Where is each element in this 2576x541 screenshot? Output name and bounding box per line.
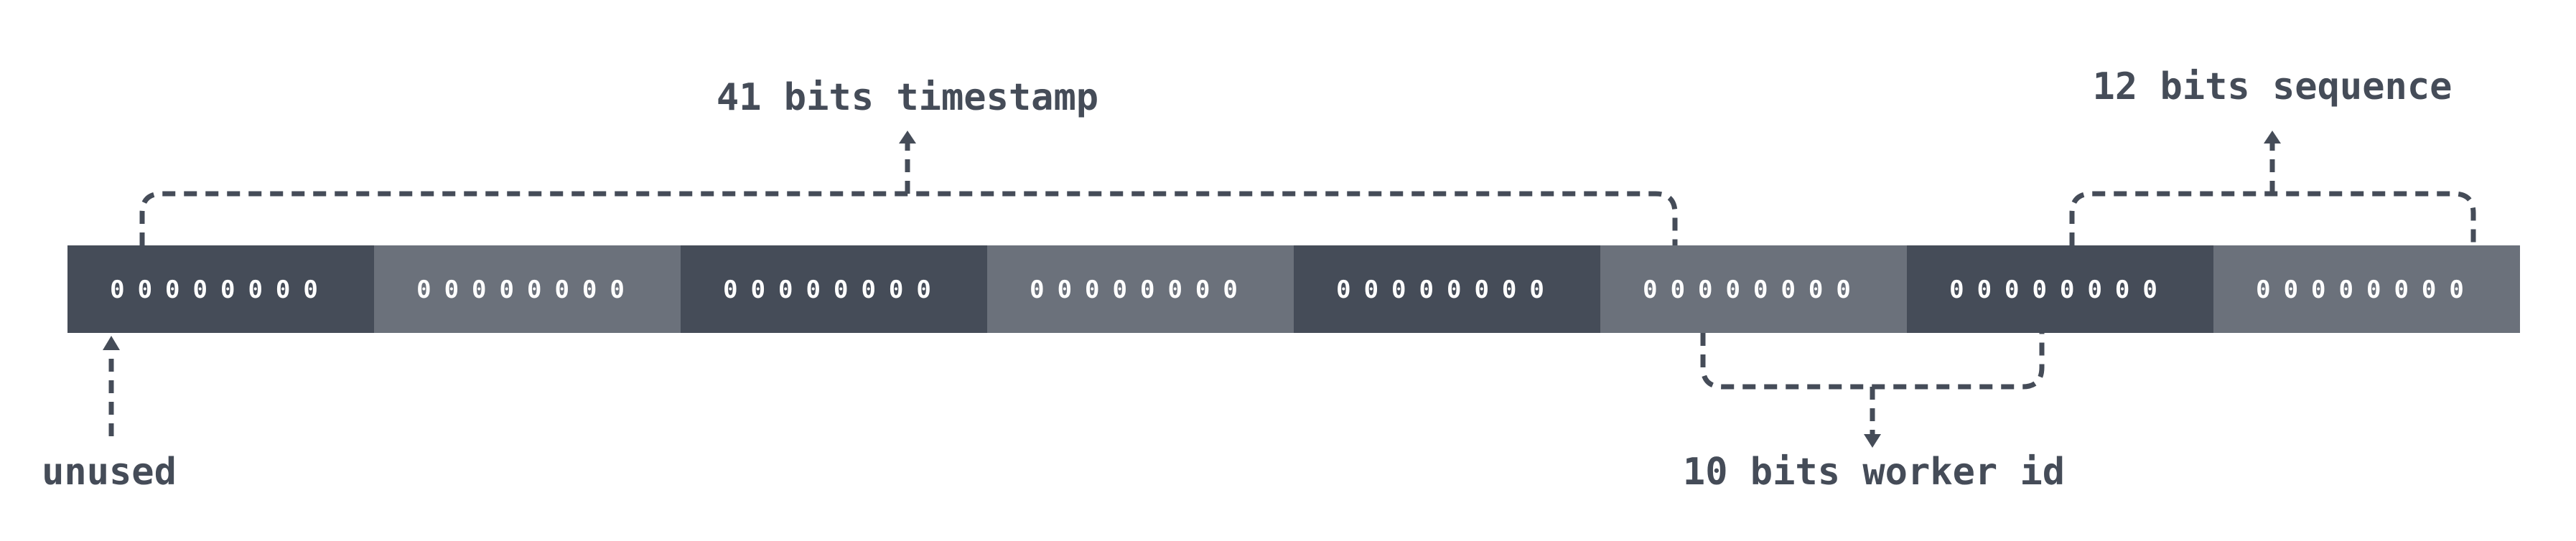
byte-bits-7: 00000000 <box>1949 276 2170 304</box>
timestamp-bracket <box>139 191 1678 245</box>
byte-cell-7 <box>1907 245 2213 333</box>
unused-arrowhead <box>103 336 120 350</box>
byte-bits-2: 00000000 <box>416 276 638 304</box>
sequence-bracket <box>2069 191 2476 245</box>
byte-cell-4 <box>987 245 1294 333</box>
byte-cell-5 <box>1294 245 1600 333</box>
byte-bits-5: 00000000 <box>1336 276 1557 304</box>
byte-bits-1: 00000000 <box>110 276 331 304</box>
worker-id-arrowhead <box>1864 434 1881 448</box>
worker-id-label: 10 bits worker id <box>1683 451 2065 494</box>
worker-id-bracket <box>1700 333 2045 390</box>
byte-row: 00000000 00000000 00000000 00000000 0000… <box>67 245 2520 333</box>
byte-cell-3 <box>681 245 987 333</box>
unused-label: unused <box>42 451 177 494</box>
byte-cell-2 <box>374 245 681 333</box>
sequence-label: 12 bits sequence <box>2093 65 2453 108</box>
byte-cell-8 <box>2213 245 2520 333</box>
timestamp-label: 41 bits timestamp <box>717 76 1098 119</box>
byte-bits-3: 00000000 <box>723 276 944 304</box>
byte-cell-1 <box>67 245 374 333</box>
byte-bits-6: 00000000 <box>1643 276 1864 304</box>
timestamp-arrowhead <box>899 131 916 144</box>
sequence-arrowhead <box>2264 131 2281 144</box>
byte-bits-8: 00000000 <box>2256 276 2477 304</box>
byte-bits-4: 00000000 <box>1030 276 1251 304</box>
byte-cell-6 <box>1600 245 1907 333</box>
